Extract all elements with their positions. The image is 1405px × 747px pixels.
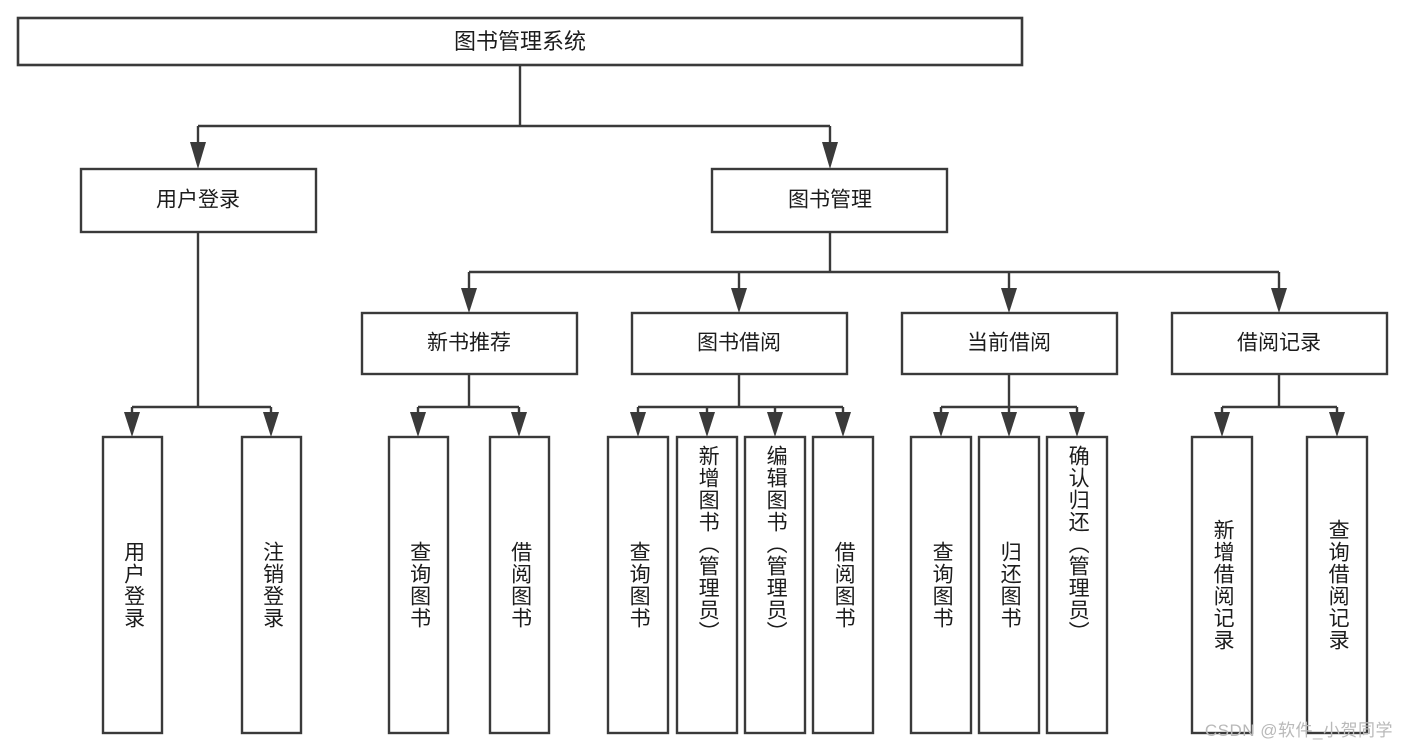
arrow-bookborrow-leaf1 bbox=[630, 412, 646, 437]
node-box-user-login[interactable] bbox=[79, 167, 318, 234]
leaf-box-book-borrow-0[interactable] bbox=[606, 435, 670, 735]
node-root-book-management-system[interactable]: 图书管理系统 bbox=[16, 16, 1024, 67]
arrow-currentborrow-leaf1 bbox=[933, 412, 949, 437]
node-user-login[interactable]: 用户登录 bbox=[79, 167, 318, 234]
node-new-book-recommend[interactable]: 新书推荐 bbox=[360, 311, 579, 376]
leaf-box-user-login-1[interactable] bbox=[240, 435, 303, 735]
arrow-userlogin-leaf2 bbox=[263, 412, 279, 437]
node-label-book-borrow: 图书借阅 bbox=[697, 332, 781, 355]
arrow-bookborrow-leaf4 bbox=[835, 412, 851, 437]
node-box-current-borrow[interactable] bbox=[900, 311, 1119, 376]
node-label-new-book-recommend: 新书推荐 bbox=[427, 332, 511, 355]
arrow-currentborrow-leaf3 bbox=[1069, 412, 1085, 437]
arrow-userlogin-leaf1 bbox=[124, 412, 140, 437]
node-label-root: 图书管理系统 bbox=[454, 29, 586, 54]
leaf-box-book-borrow-3[interactable] bbox=[811, 435, 875, 735]
connector-group-root bbox=[190, 65, 838, 169]
node-label-user-login: 用户登录 bbox=[156, 189, 240, 212]
leaf-box-book-borrow-1[interactable] bbox=[675, 435, 739, 735]
connector-group-book-borrow bbox=[630, 374, 851, 437]
arrow-bookborrow-leaf2 bbox=[699, 412, 715, 437]
arrow-borrowrecord-leaf1 bbox=[1214, 412, 1230, 437]
connector-group-borrow-record bbox=[1214, 374, 1345, 437]
connector-group-current-borrow bbox=[933, 374, 1085, 437]
leaf-box-group bbox=[101, 435, 1369, 735]
node-borrow-record[interactable]: 借阅记录 bbox=[1170, 311, 1389, 376]
node-box-root[interactable] bbox=[16, 16, 1024, 67]
leaf-box-borrow-record-0[interactable] bbox=[1190, 435, 1254, 735]
leaf-box-user-login-0[interactable] bbox=[101, 435, 164, 735]
node-box-new-book-recommend[interactable] bbox=[360, 311, 579, 376]
arrow-newbook-leaf1 bbox=[410, 412, 426, 437]
arrow-newbook-leaf2 bbox=[511, 412, 527, 437]
node-book-borrow[interactable]: 图书借阅 bbox=[630, 311, 849, 376]
arrow-bookmgmt-to-record bbox=[1271, 288, 1287, 313]
leaf-box-current-borrow-2[interactable] bbox=[1045, 435, 1109, 735]
node-box-book-management[interactable] bbox=[710, 167, 949, 234]
arrow-borrowrecord-leaf2 bbox=[1329, 412, 1345, 437]
arrow-root-to-user-login bbox=[190, 142, 206, 169]
connector-group-book-management bbox=[461, 232, 1287, 313]
leaf-box-current-borrow-0[interactable] bbox=[909, 435, 973, 735]
leaf-box-current-borrow-1[interactable] bbox=[977, 435, 1041, 735]
node-label-borrow-record: 借阅记录 bbox=[1237, 332, 1321, 355]
node-current-borrow[interactable]: 当前借阅 bbox=[900, 311, 1119, 376]
arrow-bookborrow-leaf3 bbox=[767, 412, 783, 437]
node-book-management[interactable]: 图书管理 bbox=[710, 167, 949, 234]
connector-group-user-login bbox=[124, 232, 279, 437]
arrow-bookmgmt-to-new-book bbox=[461, 288, 477, 313]
node-label-book-management: 图书管理 bbox=[788, 189, 872, 212]
csdn-watermark: CSDN @软件_小贺同学 bbox=[1204, 721, 1393, 740]
node-label-current-borrow: 当前借阅 bbox=[967, 332, 1051, 355]
node-box-book-borrow[interactable] bbox=[630, 311, 849, 376]
arrow-bookmgmt-to-borrow bbox=[731, 288, 747, 313]
node-box-borrow-record[interactable] bbox=[1170, 311, 1389, 376]
arrow-root-to-book-mgmt bbox=[822, 142, 838, 169]
leaf-box-new-book-0[interactable] bbox=[387, 435, 450, 735]
arrow-bookmgmt-to-current bbox=[1001, 288, 1017, 313]
leaf-box-new-book-1[interactable] bbox=[488, 435, 551, 735]
leaf-box-borrow-record-1[interactable] bbox=[1305, 435, 1369, 735]
leaf-box-book-borrow-2[interactable] bbox=[743, 435, 807, 735]
connector-group-new-book bbox=[410, 374, 527, 437]
arrow-currentborrow-leaf2 bbox=[1001, 412, 1017, 437]
